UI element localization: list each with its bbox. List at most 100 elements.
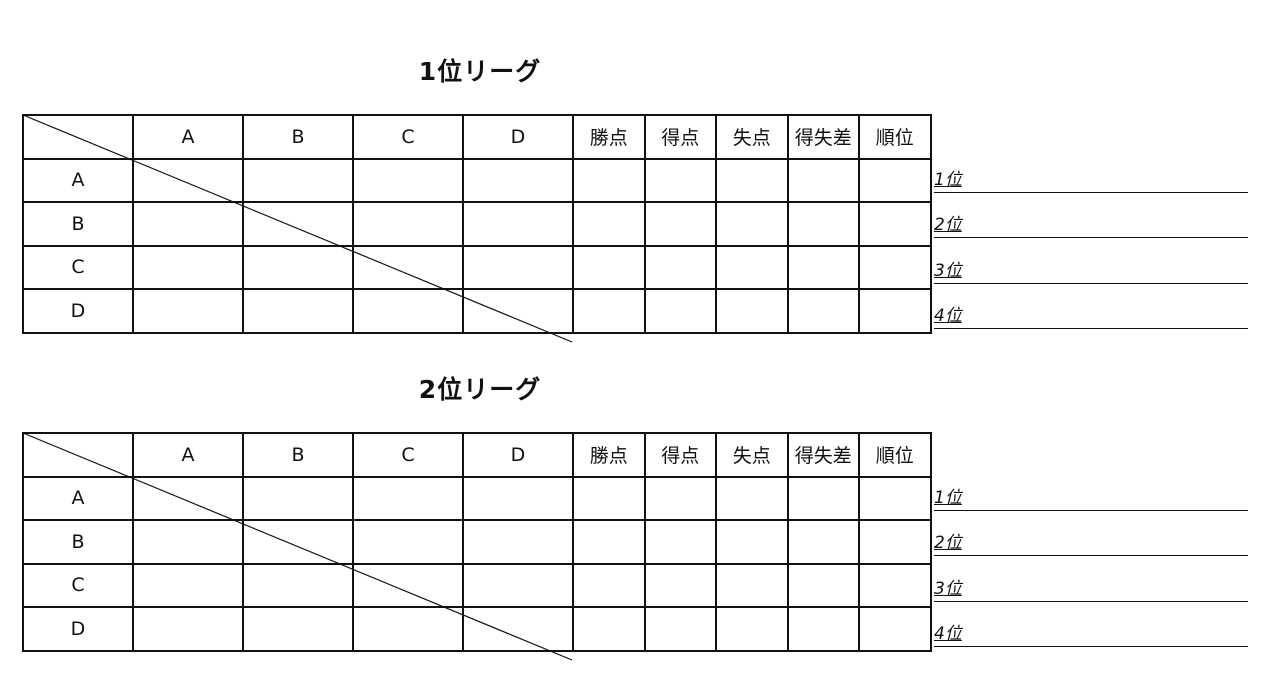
table-cell[interactable] bbox=[786, 475, 860, 521]
table-cell[interactable] bbox=[643, 288, 717, 334]
column-header: B bbox=[242, 114, 354, 160]
rank-line: 3位 bbox=[934, 579, 1248, 602]
table-cell[interactable] bbox=[352, 201, 464, 247]
table-cell[interactable] bbox=[132, 519, 244, 565]
table-cell[interactable] bbox=[352, 288, 464, 334]
column-header: 失点 bbox=[715, 432, 789, 478]
table-cell[interactable] bbox=[352, 475, 464, 521]
row-header: C bbox=[22, 244, 134, 290]
table-cell[interactable] bbox=[786, 562, 860, 608]
table-cell[interactable] bbox=[132, 606, 244, 652]
table-row: D bbox=[22, 606, 932, 652]
table-cell[interactable] bbox=[462, 201, 574, 247]
table-cell[interactable] bbox=[462, 244, 574, 290]
table-cell bbox=[352, 244, 464, 290]
row-header: A bbox=[22, 157, 134, 203]
table-cell bbox=[462, 288, 574, 334]
table-cell bbox=[132, 475, 244, 521]
table-cell[interactable] bbox=[572, 244, 646, 290]
header-row: A B C D 勝点 得点 失点 得失差 順位 bbox=[22, 432, 932, 478]
column-header: 勝点 bbox=[572, 114, 646, 160]
table-cell[interactable] bbox=[786, 606, 860, 652]
table-cell[interactable] bbox=[643, 157, 717, 203]
table-cell[interactable] bbox=[858, 244, 932, 290]
table-cell[interactable] bbox=[242, 562, 354, 608]
column-header: 得点 bbox=[643, 114, 717, 160]
table-cell[interactable] bbox=[242, 475, 354, 521]
table-cell[interactable] bbox=[715, 606, 789, 652]
column-header: D bbox=[462, 432, 574, 478]
table-cell[interactable] bbox=[462, 157, 574, 203]
table-cell[interactable] bbox=[352, 606, 464, 652]
table-cell[interactable] bbox=[858, 562, 932, 608]
table-cell[interactable] bbox=[242, 157, 354, 203]
table-cell[interactable] bbox=[572, 288, 646, 334]
table-cell[interactable] bbox=[715, 288, 789, 334]
table-cell[interactable] bbox=[132, 288, 244, 334]
table-cell[interactable] bbox=[786, 201, 860, 247]
table-cell[interactable] bbox=[132, 562, 244, 608]
table-cell[interactable] bbox=[715, 562, 789, 608]
table-cell[interactable] bbox=[462, 519, 574, 565]
rank-line: 2位 bbox=[934, 533, 1248, 556]
table-cell[interactable] bbox=[858, 288, 932, 334]
table-cell[interactable] bbox=[786, 519, 860, 565]
table-cell[interactable] bbox=[858, 606, 932, 652]
column-header: 得失差 bbox=[786, 432, 860, 478]
row-header: B bbox=[22, 201, 134, 247]
column-header: D bbox=[462, 114, 574, 160]
table-cell[interactable] bbox=[462, 475, 574, 521]
table-cell[interactable] bbox=[786, 244, 860, 290]
column-header: A bbox=[132, 432, 244, 478]
table-cell[interactable] bbox=[643, 562, 717, 608]
table-cell[interactable] bbox=[242, 244, 354, 290]
table-cell[interactable] bbox=[715, 519, 789, 565]
table-cell[interactable] bbox=[572, 201, 646, 247]
table-cell[interactable] bbox=[462, 562, 574, 608]
column-header: B bbox=[242, 432, 354, 478]
table-cell[interactable] bbox=[572, 562, 646, 608]
league-title: 2位リーグ bbox=[418, 375, 542, 404]
table-cell[interactable] bbox=[858, 201, 932, 247]
table-row: A bbox=[22, 475, 932, 521]
row-header: B bbox=[22, 519, 134, 565]
table-row: C bbox=[22, 244, 932, 290]
table-cell[interactable] bbox=[352, 157, 464, 203]
table-cell[interactable] bbox=[715, 157, 789, 203]
table-cell[interactable] bbox=[572, 519, 646, 565]
table-cell[interactable] bbox=[352, 519, 464, 565]
table-cell[interactable] bbox=[242, 606, 354, 652]
league-table: A B C D 勝点 得点 失点 得失差 順位 A B C D bbox=[22, 114, 932, 334]
table-cell[interactable] bbox=[786, 288, 860, 334]
table-cell[interactable] bbox=[572, 157, 646, 203]
table-cell[interactable] bbox=[858, 475, 932, 521]
table-cell[interactable] bbox=[715, 201, 789, 247]
table-cell[interactable] bbox=[715, 244, 789, 290]
table-cell[interactable] bbox=[643, 244, 717, 290]
row-header: D bbox=[22, 606, 134, 652]
table-cell bbox=[132, 157, 244, 203]
table-cell[interactable] bbox=[643, 519, 717, 565]
corner-cell bbox=[22, 114, 134, 160]
table-cell[interactable] bbox=[643, 475, 717, 521]
table-cell[interactable] bbox=[858, 519, 932, 565]
table-cell[interactable] bbox=[242, 288, 354, 334]
table-cell[interactable] bbox=[643, 201, 717, 247]
header-row: A B C D 勝点 得点 失点 得失差 順位 bbox=[22, 114, 932, 160]
table-cell bbox=[352, 562, 464, 608]
column-header: 得点 bbox=[643, 432, 717, 478]
table-cell[interactable] bbox=[132, 201, 244, 247]
column-header: 得失差 bbox=[786, 114, 860, 160]
rank-line: 3位 bbox=[934, 261, 1248, 284]
table-cell[interactable] bbox=[715, 475, 789, 521]
table-cell[interactable] bbox=[786, 157, 860, 203]
column-header: 順位 bbox=[858, 432, 932, 478]
table-cell[interactable] bbox=[572, 475, 646, 521]
table-cell bbox=[242, 201, 354, 247]
column-header: C bbox=[352, 114, 464, 160]
table-cell[interactable] bbox=[643, 606, 717, 652]
table-cell[interactable] bbox=[132, 244, 244, 290]
table-cell[interactable] bbox=[572, 606, 646, 652]
column-header: C bbox=[352, 432, 464, 478]
table-cell[interactable] bbox=[858, 157, 932, 203]
